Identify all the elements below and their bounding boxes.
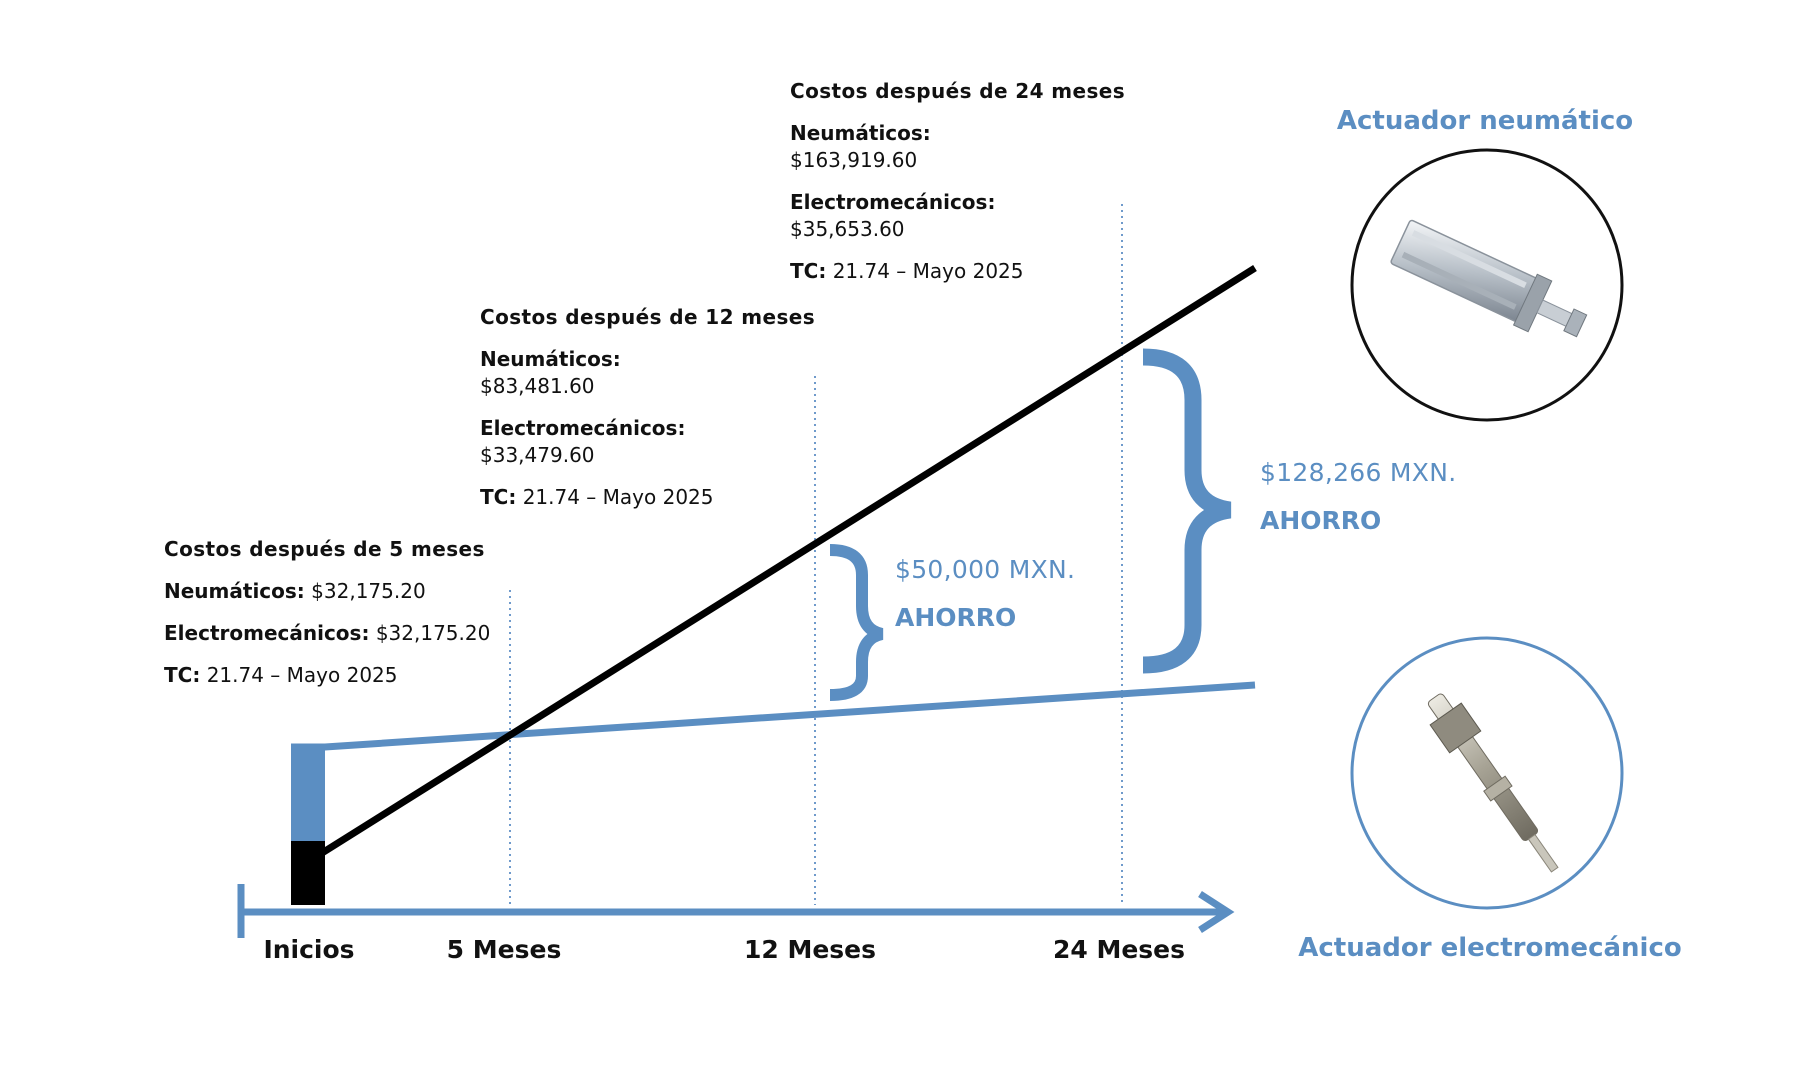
x-tick-label: 5 Meses bbox=[446, 935, 562, 964]
electro-actuator-title: Actuador electromecánico bbox=[1298, 933, 1682, 963]
neumaticos-value: $83,481.60 bbox=[480, 374, 595, 398]
series-electro-line bbox=[291, 681, 1256, 751]
tc-label: TC: bbox=[164, 663, 201, 687]
electro-value: $33,479.60 bbox=[480, 443, 595, 467]
saving-amount: $50,000 MXN. bbox=[895, 555, 1076, 584]
brace-24-meses bbox=[1142, 348, 1232, 674]
saving-label: AHORRO bbox=[1260, 506, 1382, 535]
electro-value: $32,175.20 bbox=[375, 621, 491, 645]
pneumatic-initial-bar bbox=[291, 841, 325, 905]
annotation-5-meses: Costos después de 5 meses Neumáticos: $3… bbox=[164, 536, 524, 704]
x-tick-label: 24 Meses bbox=[1052, 935, 1186, 964]
annotation-24-meses: Costos después de 24 meses Neumáticos: $… bbox=[790, 78, 1126, 300]
saving-12-meses: $50,000 MXN. AHORRO bbox=[895, 555, 1075, 632]
electro-value: $35,653.60 bbox=[790, 217, 905, 241]
electro-label: Electromecánicos: bbox=[480, 416, 686, 440]
series-pneumatic-line bbox=[320, 265, 1257, 856]
annotation-12-meses: Costos después de 12 meses Neumáticos: $… bbox=[480, 304, 816, 526]
brace-12-meses bbox=[829, 544, 884, 701]
electro-label: Electromecánicos: bbox=[790, 190, 996, 214]
neumaticos-value: $163,919.60 bbox=[790, 148, 918, 172]
saving-24-meses: $128,266 MXN. AHORRO bbox=[1260, 458, 1456, 535]
annotation-title: Costos después de 24 meses bbox=[790, 79, 1126, 103]
neumaticos-label: Neumáticos: bbox=[164, 579, 305, 603]
saving-amount: $128,266 MXN. bbox=[1260, 458, 1457, 487]
pneumatic-actuator-title: Actuador neumático bbox=[1336, 106, 1634, 136]
neumaticos-label: Neumáticos: bbox=[480, 347, 621, 371]
neumaticos-value: $32,175.20 bbox=[311, 579, 426, 603]
tc-value: 21.74 – Mayo 2025 bbox=[522, 485, 714, 509]
electro-initial-bar bbox=[291, 745, 325, 843]
x-tick-label: 12 Meses bbox=[743, 935, 877, 964]
x-tick-label: Inicios bbox=[263, 935, 355, 964]
annotation-title: Costos después de 12 meses bbox=[480, 305, 816, 329]
tc-label: TC: bbox=[480, 485, 517, 509]
annotation-title: Costos después de 5 meses bbox=[164, 537, 485, 561]
electromechanical-actuator-image bbox=[1350, 636, 1624, 910]
tc-value: 21.74 – Mayo 2025 bbox=[206, 663, 398, 687]
tc-label: TC: bbox=[790, 259, 827, 283]
pneumatic-actuator-image bbox=[1350, 148, 1624, 422]
tc-value: 21.74 – Mayo 2025 bbox=[832, 259, 1024, 283]
neumaticos-label: Neumáticos: bbox=[790, 121, 931, 145]
x-axis-arrowhead bbox=[1198, 891, 1235, 933]
electro-label: Electromecánicos: bbox=[164, 621, 370, 645]
saving-label: AHORRO bbox=[895, 603, 1017, 632]
